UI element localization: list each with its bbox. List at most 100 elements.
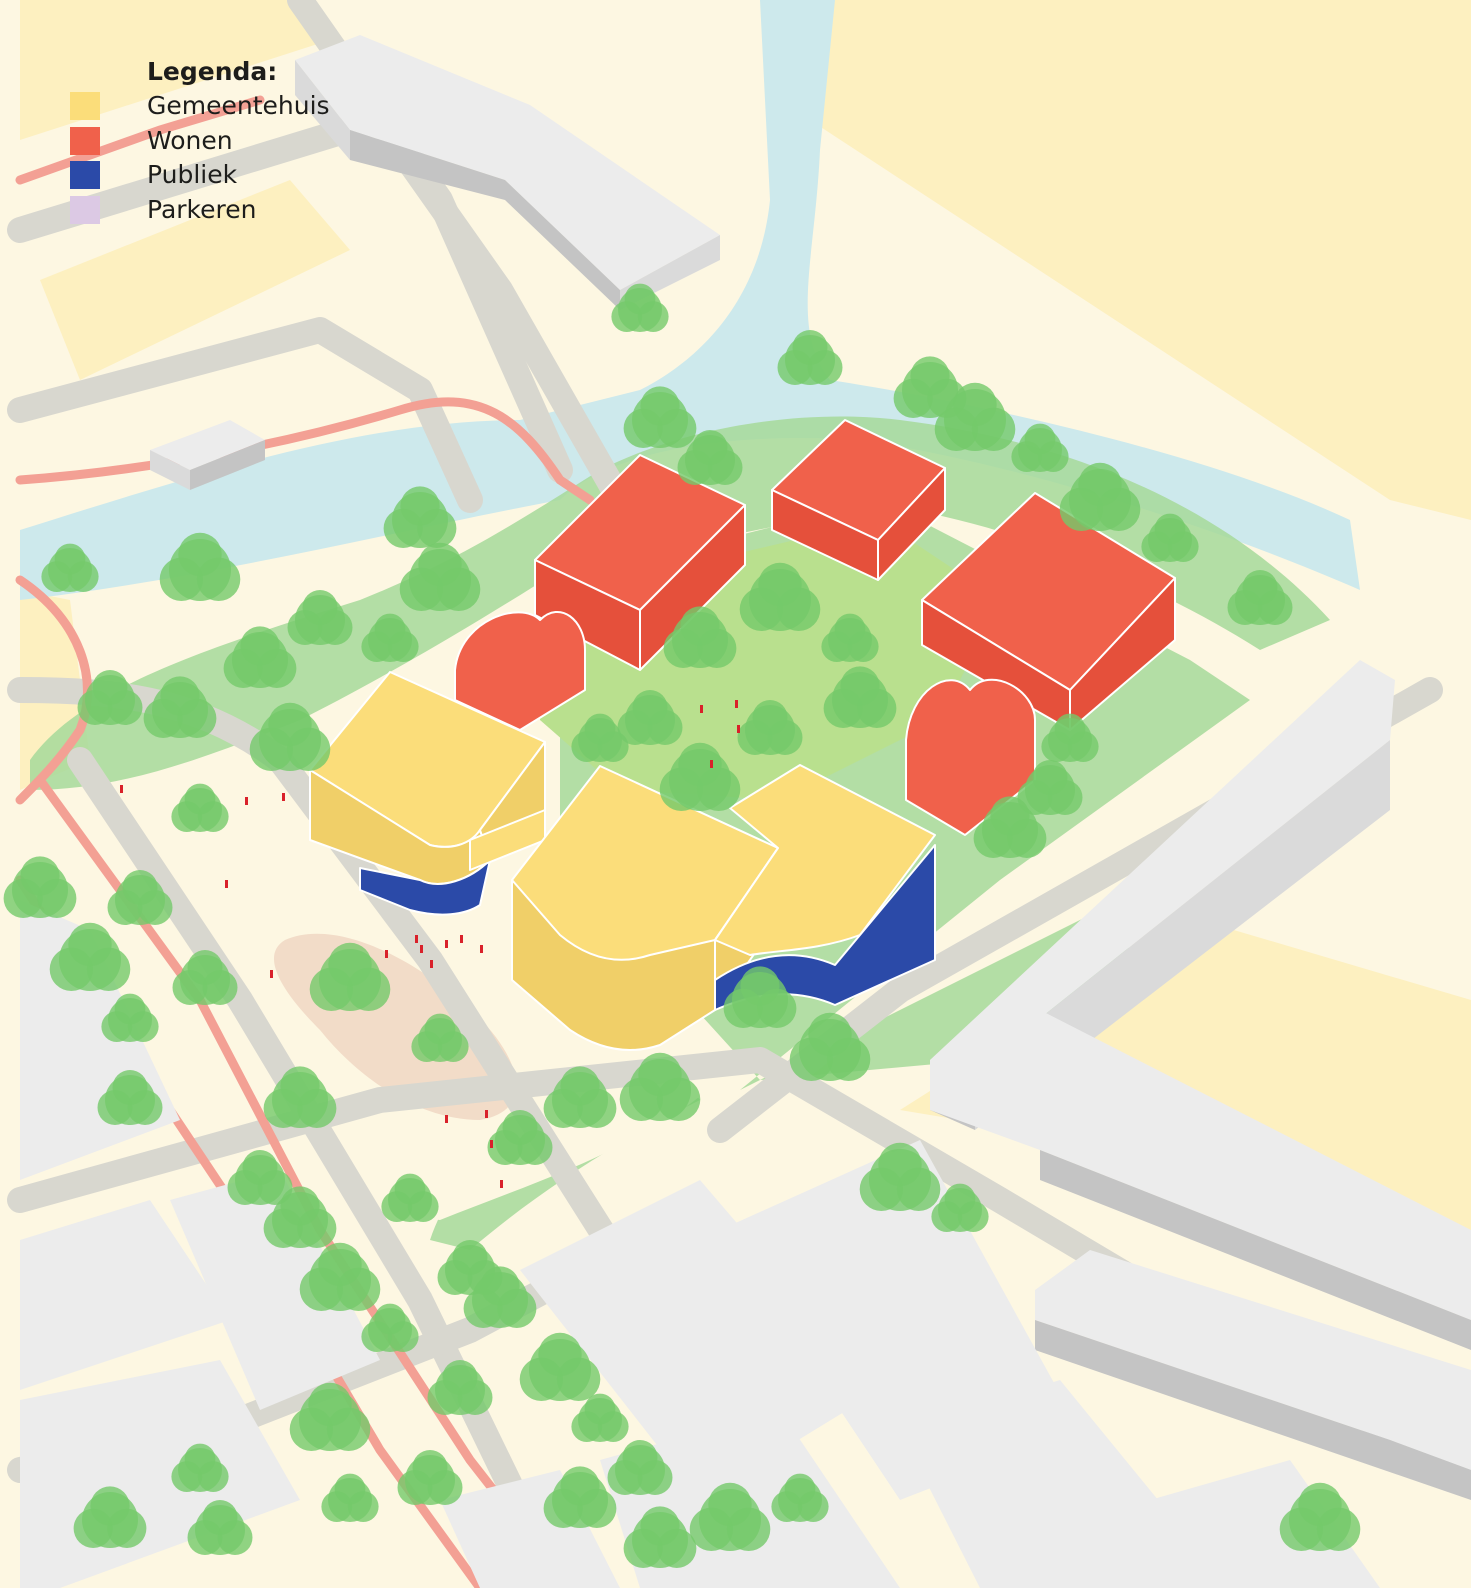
tree-icon — [571, 713, 629, 762]
tree-icon — [321, 1473, 379, 1522]
tree-icon — [427, 1360, 493, 1415]
tree-icon — [263, 1186, 337, 1248]
tree-icon — [171, 1443, 229, 1492]
tree-icon — [77, 670, 143, 725]
legend-label-parkeren: Parkeren — [147, 194, 257, 224]
tree-icon — [1011, 423, 1069, 472]
tree-icon — [159, 532, 241, 601]
tree-icon — [737, 700, 803, 755]
tree-icon — [607, 1440, 673, 1495]
swatch-publiek — [70, 161, 100, 190]
person-figure — [225, 880, 228, 888]
tree-icon — [689, 1482, 771, 1552]
person-figure — [430, 960, 433, 968]
tree-icon — [361, 1303, 419, 1352]
tree-icon — [487, 1110, 553, 1165]
tree-icon — [361, 613, 419, 662]
legend-item-publiek: Publiek — [70, 158, 330, 193]
legend-label-wonen: Wonen — [147, 125, 233, 155]
tree-icon — [1017, 760, 1083, 815]
tree-icon — [171, 783, 229, 832]
tree-icon — [611, 283, 669, 332]
person-figure — [500, 1180, 503, 1188]
tree-icon — [101, 993, 159, 1042]
tree-icon — [187, 1500, 253, 1555]
person-figure — [490, 1140, 493, 1148]
tree-icon — [823, 666, 897, 729]
person-figure — [270, 970, 273, 978]
tree-icon — [619, 1052, 701, 1122]
tree-icon — [223, 626, 297, 689]
person-figure — [485, 1110, 488, 1118]
person-figure — [710, 760, 713, 768]
tree-icon — [463, 1266, 537, 1328]
swatch-parkeren — [70, 195, 100, 224]
legend-item-parkeren: Parkeren — [70, 193, 330, 228]
tree-icon — [739, 562, 821, 631]
tree-icon — [677, 430, 743, 485]
tree-icon — [143, 676, 217, 739]
tree-icon — [49, 922, 131, 991]
tree-icon — [399, 542, 481, 611]
wonen-buildings — [454, 419, 1176, 836]
tree-icon — [771, 1473, 829, 1522]
person-figure — [445, 940, 448, 948]
tree-icon — [931, 1183, 989, 1232]
tree-icon — [249, 702, 331, 771]
legend-label-gemeentehuis: Gemeentehuis — [147, 91, 330, 121]
tree-icon — [1279, 1482, 1361, 1552]
person-figure — [460, 935, 463, 943]
tree-icon — [934, 382, 1016, 451]
tree-icon — [663, 606, 737, 669]
swatch-gemeentehuis — [70, 92, 100, 121]
people-figures — [120, 700, 740, 1188]
tree-icon — [397, 1450, 463, 1505]
legend-label-publiek: Publiek — [147, 160, 238, 190]
tree-icon — [383, 486, 457, 548]
person-figure — [735, 700, 738, 708]
tree-icon — [623, 1506, 697, 1568]
tree-icon — [723, 966, 797, 1028]
person-figure — [700, 705, 703, 713]
tree-icon — [73, 1486, 147, 1548]
tree-icon — [1141, 513, 1199, 562]
tree-icon — [3, 856, 77, 919]
tree-icon — [287, 590, 353, 645]
person-figure — [282, 793, 285, 801]
person-figure — [480, 945, 483, 953]
tree-icon — [859, 1142, 941, 1212]
tree-icon — [1041, 713, 1099, 762]
tree-icon — [543, 1066, 617, 1128]
tree-icon — [299, 1242, 381, 1312]
tree-icon — [973, 796, 1047, 859]
trees — [3, 283, 1361, 1568]
tree-icon — [97, 1070, 163, 1125]
person-figure — [420, 945, 423, 953]
gemeentehuis-buildings — [309, 671, 936, 1051]
legend: Legenda: Gemeentehuis Wonen Publiek Park… — [70, 55, 330, 227]
tree-icon — [777, 330, 843, 385]
tree-icon — [381, 1173, 439, 1222]
tree-icon — [172, 950, 238, 1005]
person-figure — [445, 1115, 448, 1123]
tree-icon — [519, 1332, 601, 1402]
person-figure — [245, 797, 248, 805]
tree-icon — [1227, 570, 1293, 625]
person-figure — [120, 785, 123, 793]
tree-icon — [571, 1393, 629, 1442]
tree-icon — [1059, 462, 1141, 531]
tree-icon — [617, 690, 683, 745]
context-buildings — [20, 35, 1471, 1588]
legend-item-gemeentehuis: Gemeentehuis — [70, 89, 330, 124]
tree-icon — [659, 742, 741, 811]
tree-icon — [107, 870, 173, 925]
legend-item-wonen: Wonen — [70, 124, 330, 159]
tree-icon — [41, 543, 99, 592]
tree-icon — [289, 1382, 371, 1452]
tree-icon — [309, 942, 391, 1011]
legend-title: Legenda: — [147, 57, 278, 86]
tree-icon — [543, 1466, 617, 1528]
tree-icon — [411, 1013, 469, 1062]
